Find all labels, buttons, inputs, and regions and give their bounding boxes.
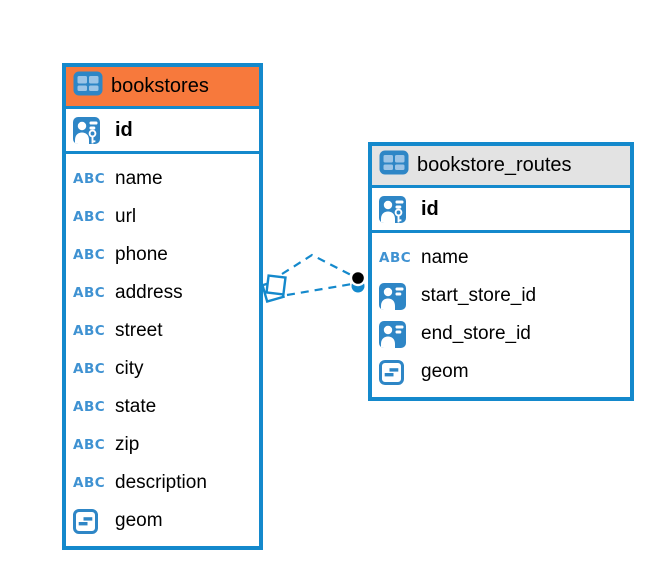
table-title: bookstore_routes	[417, 154, 572, 176]
table-title: bookstores	[111, 75, 209, 97]
column-row[interactable]: geom	[372, 353, 630, 391]
column-name: geom	[115, 510, 163, 531]
column-row[interactable]: ABC state	[66, 388, 259, 426]
column-name: state	[115, 396, 157, 417]
person-card-key-icon	[73, 116, 107, 144]
geometry-type-icon	[379, 359, 413, 385]
person-card-icon	[379, 320, 413, 348]
column-row[interactable]: ABC name	[372, 239, 630, 277]
stacked-squares-marker	[261, 274, 287, 303]
text-type-abc-icon: ABC	[379, 250, 412, 266]
text-type-abc-icon: ABC	[73, 475, 106, 491]
text-type-abc-icon: ABC	[73, 171, 106, 187]
text-type-abc-icon: ABC	[73, 247, 106, 263]
column-row[interactable]: geom	[66, 502, 259, 540]
column-name: description	[115, 472, 207, 493]
person-card-key-icon	[379, 195, 413, 223]
column-name: address	[115, 282, 183, 303]
column-name: zip	[115, 434, 140, 455]
text-type-abc-icon: ABC	[73, 399, 106, 415]
column-row[interactable]: end_store_id	[372, 315, 630, 353]
primary-key-row[interactable]: id	[372, 188, 630, 233]
column-name: name	[421, 247, 469, 268]
relation-dashed-line-lower	[286, 282, 353, 297]
black-dot-marker	[349, 269, 367, 293]
person-card-icon	[379, 282, 413, 310]
column-name: geom	[421, 361, 469, 382]
column-name: street	[115, 320, 163, 341]
column-row[interactable]: ABC description	[66, 464, 259, 502]
relation-link[interactable]	[253, 243, 379, 313]
primary-key-name: id	[421, 197, 439, 220]
column-name: phone	[115, 244, 168, 265]
text-type-abc-icon: ABC	[73, 209, 106, 225]
column-row[interactable]: ABC url	[66, 198, 259, 236]
text-type-abc-icon: ABC	[73, 323, 106, 339]
column-row[interactable]: ABC phone	[66, 236, 259, 274]
columns-list: ABC name start_store_id end_store_id geom	[372, 233, 630, 397]
text-type-abc-icon: ABC	[73, 361, 106, 377]
column-row[interactable]: ABC name	[66, 160, 259, 198]
column-row[interactable]: ABC zip	[66, 426, 259, 464]
column-name: start_store_id	[421, 285, 537, 306]
primary-key-row[interactable]: id	[66, 109, 259, 154]
column-name: city	[115, 358, 144, 379]
table-icon	[73, 71, 103, 102]
column-row[interactable]: ABC city	[66, 350, 259, 388]
column-name: end_store_id	[421, 323, 531, 344]
table-header[interactable]: bookstores	[66, 67, 259, 109]
geometry-type-icon	[73, 508, 107, 534]
column-row[interactable]: start_store_id	[372, 277, 630, 315]
column-row[interactable]: ABC street	[66, 312, 259, 350]
table-header[interactable]: bookstore_routes	[372, 146, 630, 188]
table-icon	[379, 150, 409, 181]
column-row[interactable]: ABC address	[66, 274, 259, 312]
text-type-abc-icon: ABC	[73, 437, 106, 453]
primary-key-name: id	[115, 118, 133, 141]
column-name: url	[115, 206, 137, 227]
text-type-abc-icon: ABC	[73, 285, 106, 301]
relation-dashed-line-upper	[281, 253, 354, 277]
column-name: name	[115, 168, 163, 189]
